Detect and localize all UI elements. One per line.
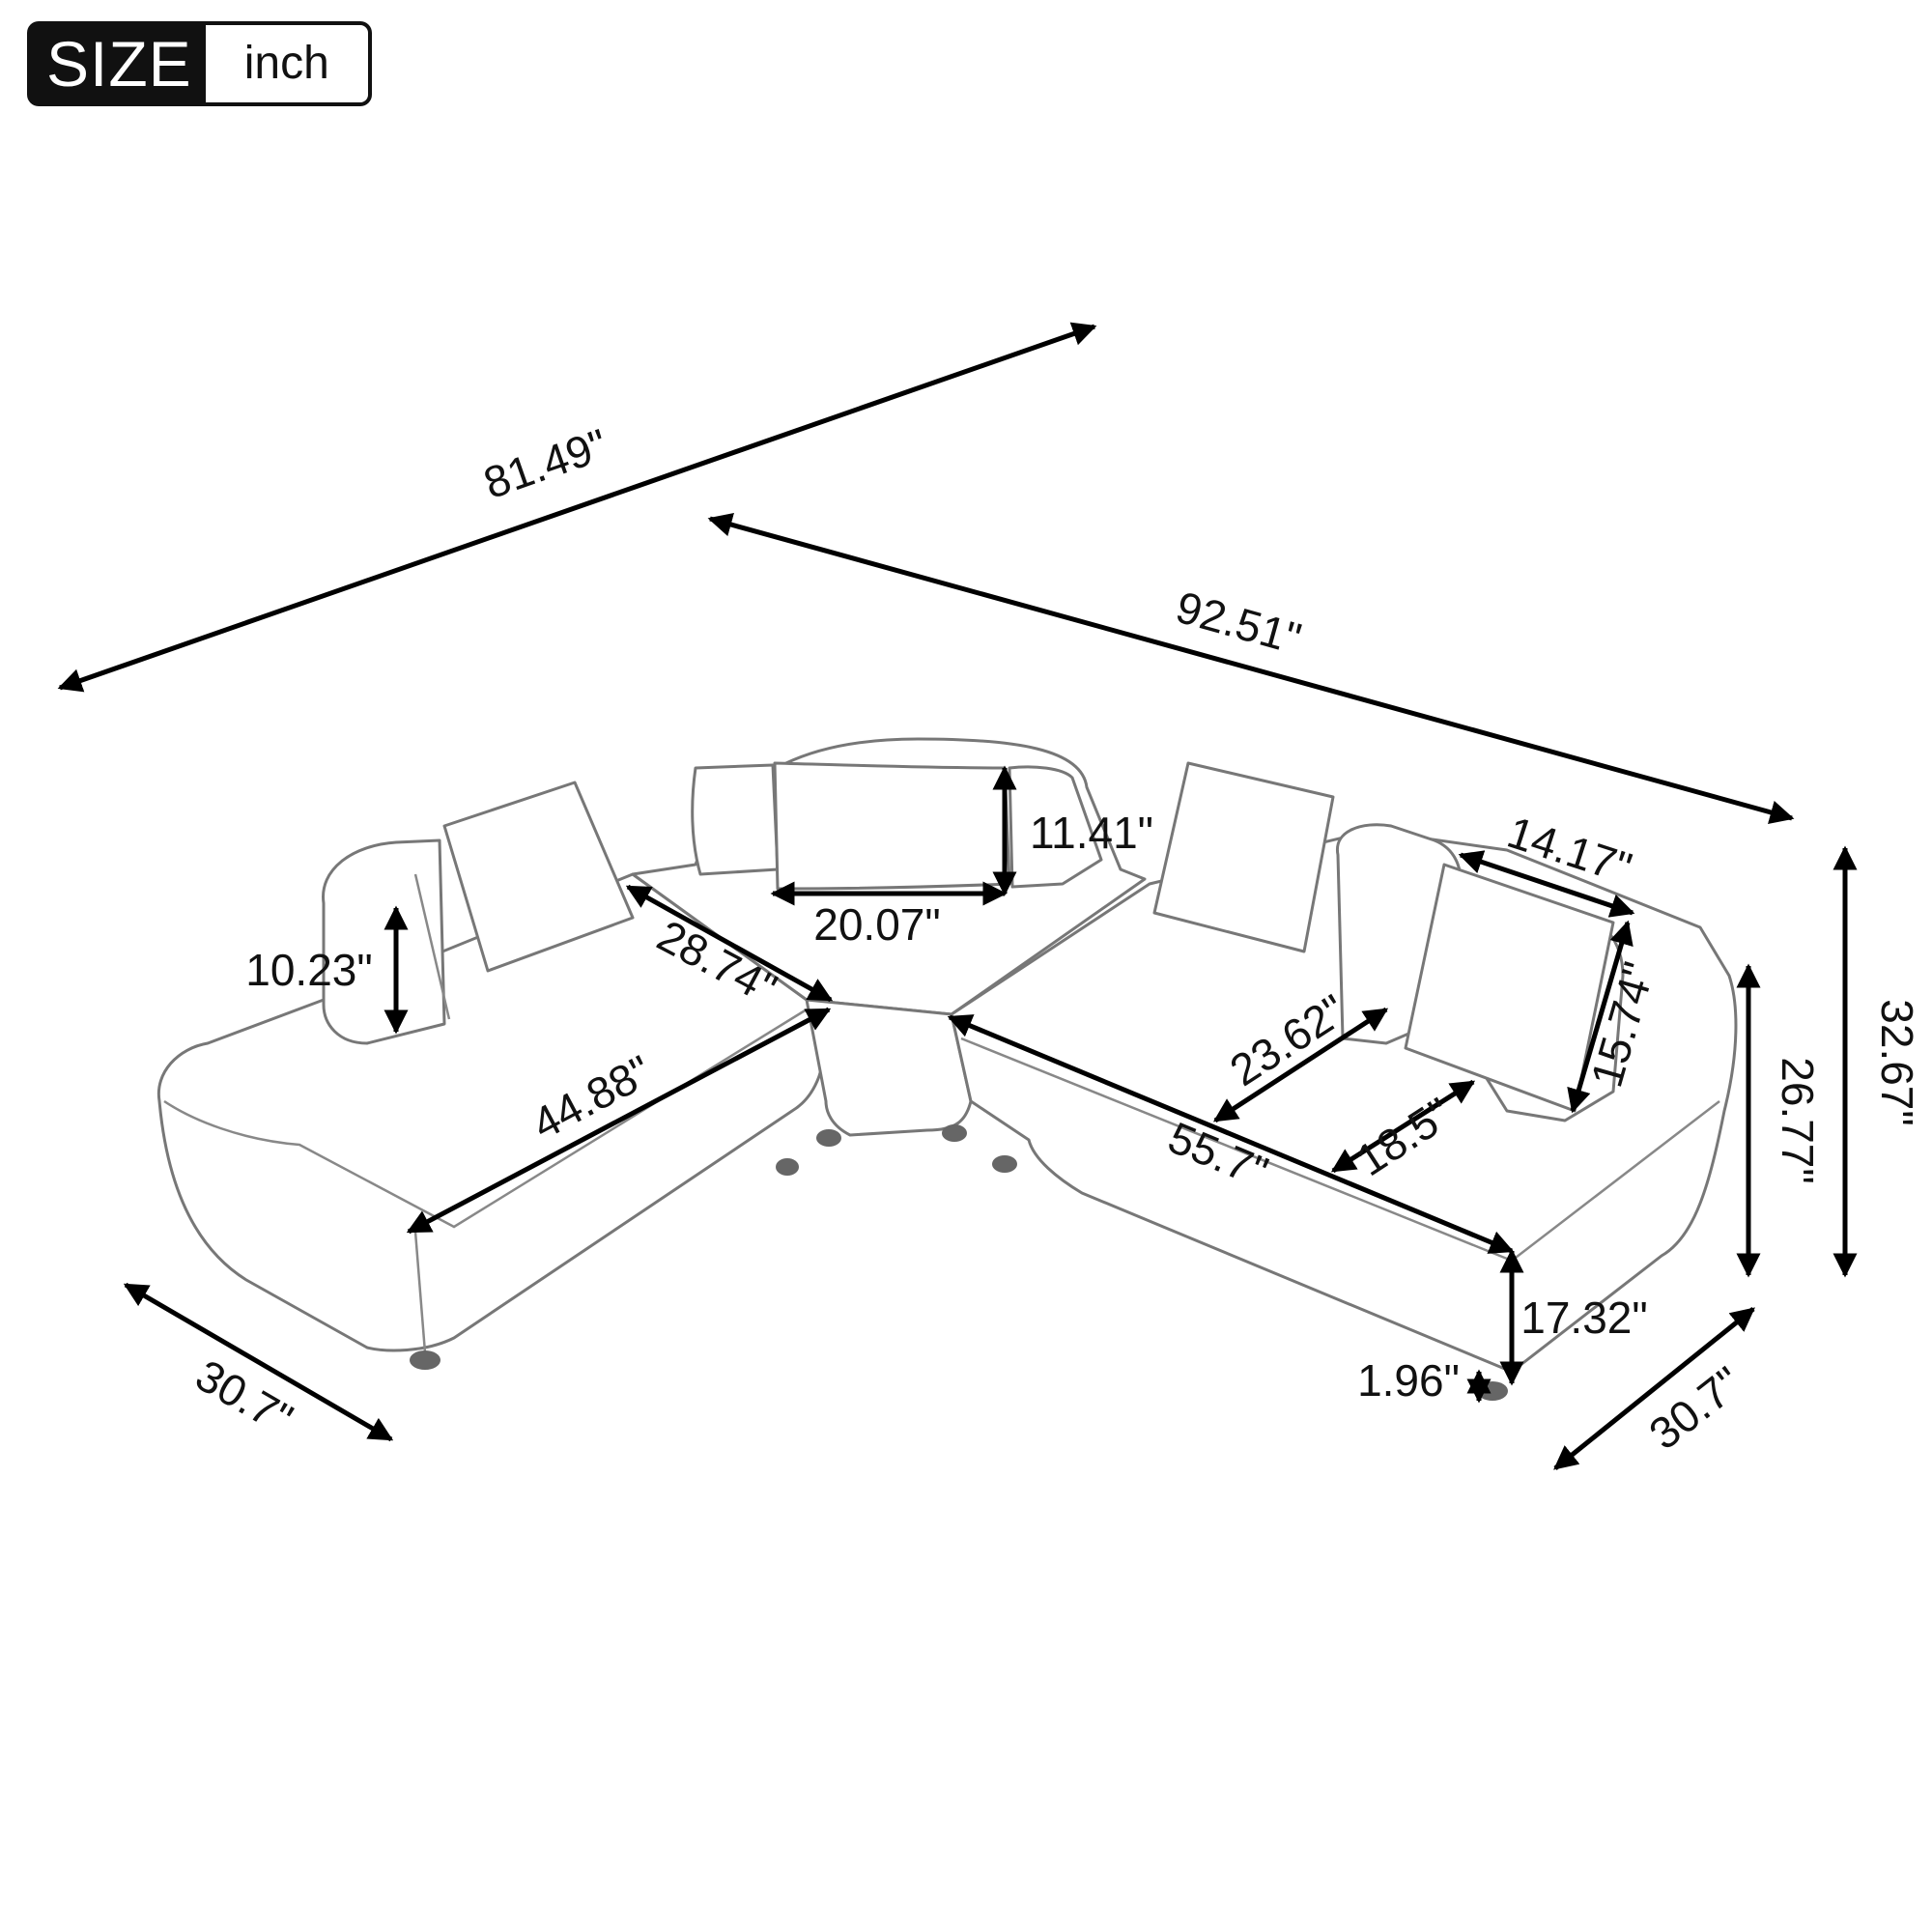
overall-left-arrow (57, 322, 1097, 693)
dimension-arrows (57, 322, 1858, 1470)
left-chaise-width-arrow (123, 1282, 394, 1442)
overall-height-label: 32.67" (1872, 999, 1922, 1125)
right-pillow-width-arrow (1458, 850, 1635, 918)
right-back-height-label: 26.77" (1773, 1057, 1823, 1183)
left-chaise-width-label: 30.7" (187, 1350, 301, 1444)
sofa-illustration (156, 737, 1738, 1401)
right-seat-length-arrow (947, 1014, 1515, 1254)
overall-right-arrow (707, 512, 1795, 825)
overall-left-label: 81.49" (477, 419, 613, 509)
corner-pillow-height-label: 11.41" (1030, 808, 1153, 858)
left-pillow-height-label: 10.23" (245, 945, 372, 995)
corner-pillow-width-label: 20.07" (813, 899, 940, 950)
unit-label: inch (205, 21, 372, 106)
right-pillow-height-arrow (1567, 920, 1634, 1114)
leg-height-label: 1.96" (1357, 1355, 1460, 1406)
right-chaise-width-label: 30.7" (1639, 1356, 1750, 1459)
right-chaise-width-arrow (1553, 1307, 1755, 1470)
seat-height-label: 17.32" (1520, 1293, 1647, 1343)
left-chaise-back-depth-arrow (625, 884, 834, 1003)
size-label: SIZE (27, 21, 206, 106)
left-chaise-length-arrow (406, 1007, 832, 1235)
size-unit-badge: SIZE inch (27, 21, 372, 106)
